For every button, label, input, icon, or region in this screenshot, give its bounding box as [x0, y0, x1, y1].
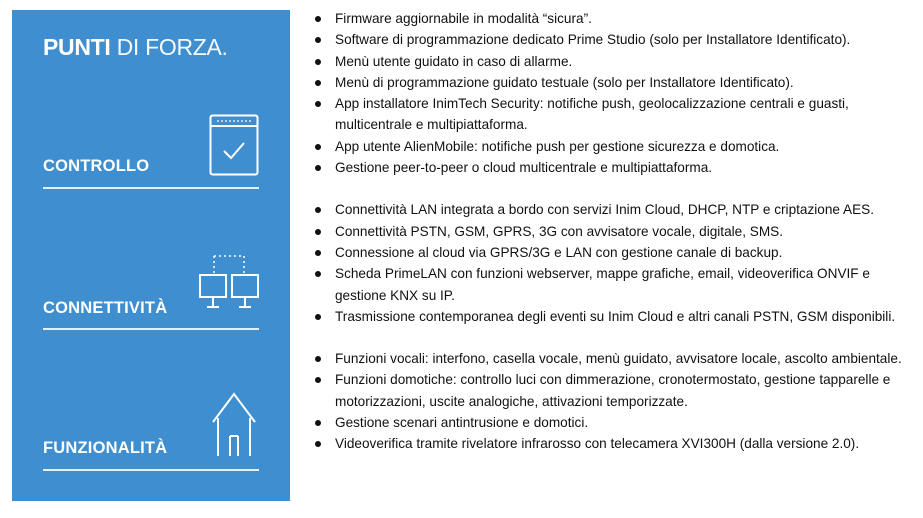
- list-item: Trasmissione contemporanea degli eventi …: [315, 306, 916, 327]
- section-label-funzionalita: FUNZIONALITÀ: [43, 439, 168, 457]
- list-item-text: App utente AlienMobile: notifiche push p…: [335, 138, 780, 154]
- list-item-text: App installatore InimTech Security: noti…: [335, 96, 849, 133]
- list-item: Gestione peer-to-peer o cloud multicentr…: [315, 157, 916, 178]
- list-item: Firmware aggiornabile in modalità “sicur…: [315, 8, 916, 29]
- section-divider: [43, 187, 259, 189]
- feature-group-controllo: Firmware aggiornabile in modalità “sicur…: [315, 8, 916, 178]
- list-item-text: Funzioni vocali: interfono, casella voca…: [335, 351, 902, 367]
- bullet-icon: [315, 143, 321, 150]
- panel-title-light: DI FORZA.: [116, 34, 228, 60]
- feature-group-connettivita: Connettività LAN integrata a bordo con s…: [315, 199, 916, 327]
- list-item-text: Connessione al cloud via GPRS/3G e LAN c…: [335, 244, 783, 260]
- list-item-text: Firmware aggiornabile in modalità “sicur…: [335, 11, 592, 26]
- list-item: Funzioni vocali: interfono, casella voca…: [315, 348, 916, 369]
- list-item: Gestione scenari antintrusione e domotic…: [315, 412, 916, 433]
- section-label-connettivita: CONNETTIVITÀ: [43, 299, 168, 317]
- bullet-icon: [315, 79, 321, 86]
- house-outline-icon: [212, 392, 256, 456]
- bullet-icon: [315, 16, 321, 22]
- list-item: Menù di programmazione guidato testuale …: [315, 72, 916, 93]
- checklist-form-icon: [209, 114, 259, 176]
- bullet-icon: [315, 37, 321, 44]
- list-item: Videoverifica tramite rivelatore infraro…: [315, 433, 916, 454]
- list-item: Funzioni domotiche: controllo luci con d…: [315, 369, 916, 412]
- list-item: Scheda PrimeLAN con funzioni webserver, …: [315, 263, 916, 306]
- strengths-panel: PUNTI DI FORZA. CONTROLLO CONNETTIVITÀ F…: [12, 10, 290, 501]
- bullet-icon: [315, 101, 321, 108]
- list-item: App utente AlienMobile: notifiche push p…: [315, 136, 916, 157]
- panel-title-bold: PUNTI: [43, 34, 111, 60]
- feature-list: Firmware aggiornabile in modalità “sicur…: [315, 8, 916, 455]
- list-item: Connettività PSTN, GSM, GPRS, 3G con avv…: [315, 221, 916, 242]
- list-item-text: Videoverifica tramite rivelatore infraro…: [335, 436, 860, 452]
- bullet-icon: [315, 420, 321, 427]
- bullet-icon: [315, 207, 321, 214]
- section-label-controllo: CONTROLLO: [43, 157, 150, 175]
- list-item-text: Software di programmazione dedicato Prim…: [335, 32, 851, 48]
- bullet-icon: [315, 313, 321, 320]
- list-item: Menù utente guidato in caso di allarme.: [315, 51, 916, 72]
- list-item-text: Gestione scenari antintrusione e domotic…: [335, 415, 589, 431]
- panel-title: PUNTI DI FORZA.: [43, 34, 228, 61]
- section-divider: [43, 328, 259, 330]
- section-divider: [43, 469, 259, 471]
- list-item: App installatore InimTech Security: noti…: [315, 93, 916, 136]
- bullet-icon: [315, 441, 321, 448]
- list-item-text: Gestione peer-to-peer o cloud multicentr…: [335, 160, 713, 176]
- list-item-text: Connettività LAN integrata a bordo con s…: [335, 202, 874, 218]
- bullet-icon: [315, 228, 321, 235]
- bullet-icon: [315, 356, 321, 363]
- list-item-text: Trasmissione contemporanea degli eventi …: [335, 308, 896, 324]
- bullet-icon: [315, 249, 321, 256]
- bullet-icon: [315, 271, 321, 278]
- list-item: Software di programmazione dedicato Prim…: [315, 29, 916, 50]
- feature-group-funzionalita: Funzioni vocali: interfono, casella voca…: [315, 348, 916, 454]
- list-item-text: Funzioni domotiche: controllo luci con d…: [335, 372, 891, 409]
- bullet-icon: [315, 58, 321, 65]
- list-item-text: Menù di programmazione guidato testuale …: [335, 74, 794, 90]
- list-item: Connessione al cloud via GPRS/3G e LAN c…: [315, 242, 916, 263]
- list-item-text: Menù utente guidato in caso di allarme.: [335, 53, 573, 69]
- bullet-icon: [315, 165, 321, 172]
- list-item-text: Scheda PrimeLAN con funzioni webserver, …: [335, 266, 870, 303]
- networked-monitors-icon: [199, 255, 259, 308]
- list-item-text: Connettività PSTN, GSM, GPRS, 3G con avv…: [335, 223, 784, 239]
- list-item: Connettività LAN integrata a bordo con s…: [315, 199, 916, 220]
- bullet-icon: [315, 377, 321, 384]
